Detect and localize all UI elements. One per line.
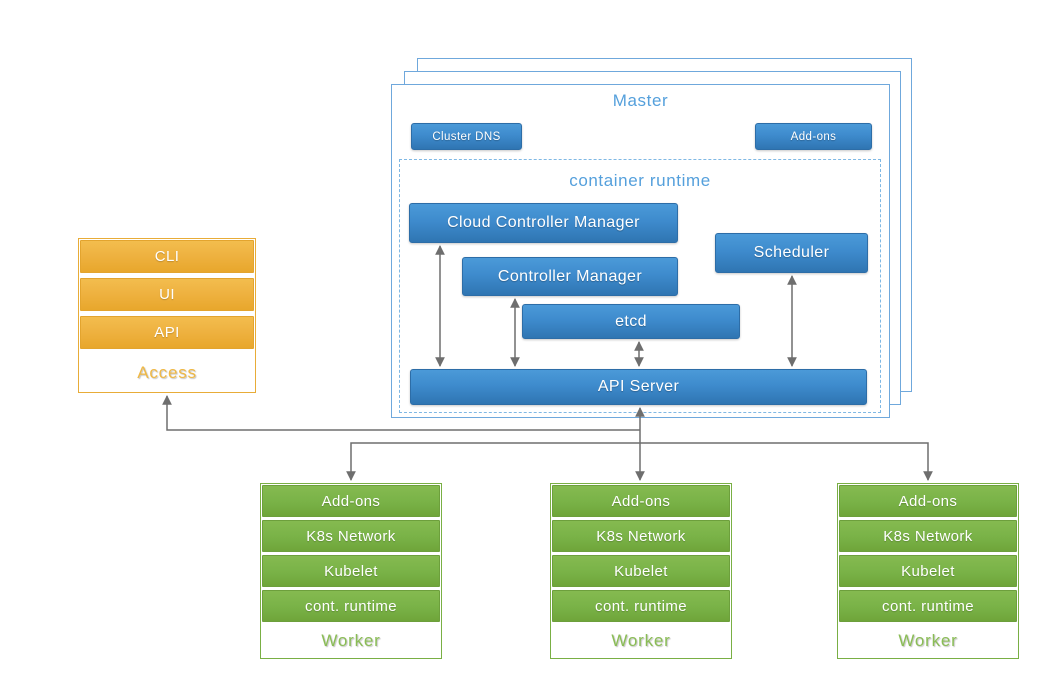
cluster-dns-box: Cluster DNS bbox=[411, 123, 522, 150]
worker-node-box-1: Add-ons K8s Network Kubelet cont. runtim… bbox=[260, 483, 442, 659]
access-node-box: CLI UI API Access bbox=[78, 238, 256, 393]
master-title: Master bbox=[612, 91, 669, 110]
worker2-row-cont-runtime: cont. runtime bbox=[552, 590, 730, 622]
worker1-row-addons: Add-ons bbox=[262, 485, 440, 517]
worker2-row-kubelet: Kubelet bbox=[552, 555, 730, 587]
access-row-cli: CLI bbox=[80, 240, 254, 273]
worker2-label: Worker bbox=[552, 625, 730, 657]
container-runtime-title: container runtime bbox=[569, 171, 711, 190]
access-row-ui: UI bbox=[80, 278, 254, 311]
worker3-row-cont-runtime: cont. runtime bbox=[839, 590, 1017, 622]
worker1-label: Worker bbox=[262, 625, 440, 657]
scheduler-box: Scheduler bbox=[715, 233, 868, 273]
controller-manager-box: Controller Manager bbox=[462, 257, 678, 296]
access-row-api: API bbox=[80, 316, 254, 349]
worker3-row-addons: Add-ons bbox=[839, 485, 1017, 517]
worker1-row-cont-runtime: cont. runtime bbox=[262, 590, 440, 622]
worker1-row-kubelet: Kubelet bbox=[262, 555, 440, 587]
api-server-box: API Server bbox=[410, 369, 867, 405]
worker-node-box-2: Add-ons K8s Network Kubelet cont. runtim… bbox=[550, 483, 732, 659]
access-label: Access bbox=[80, 354, 254, 391]
worker2-row-k8s-network: K8s Network bbox=[552, 520, 730, 552]
worker2-row-addons: Add-ons bbox=[552, 485, 730, 517]
etcd-box: etcd bbox=[522, 304, 740, 339]
worker3-row-k8s-network: K8s Network bbox=[839, 520, 1017, 552]
worker3-label: Worker bbox=[839, 625, 1017, 657]
worker3-row-kubelet: Kubelet bbox=[839, 555, 1017, 587]
connector-apiserver-worker1-worker3 bbox=[346, 442, 933, 481]
worker1-row-k8s-network: K8s Network bbox=[262, 520, 440, 552]
worker-node-box-3: Add-ons K8s Network Kubelet cont. runtim… bbox=[837, 483, 1019, 659]
master-addons-box: Add-ons bbox=[755, 123, 872, 150]
cloud-controller-manager-box: Cloud Controller Manager bbox=[409, 203, 678, 243]
